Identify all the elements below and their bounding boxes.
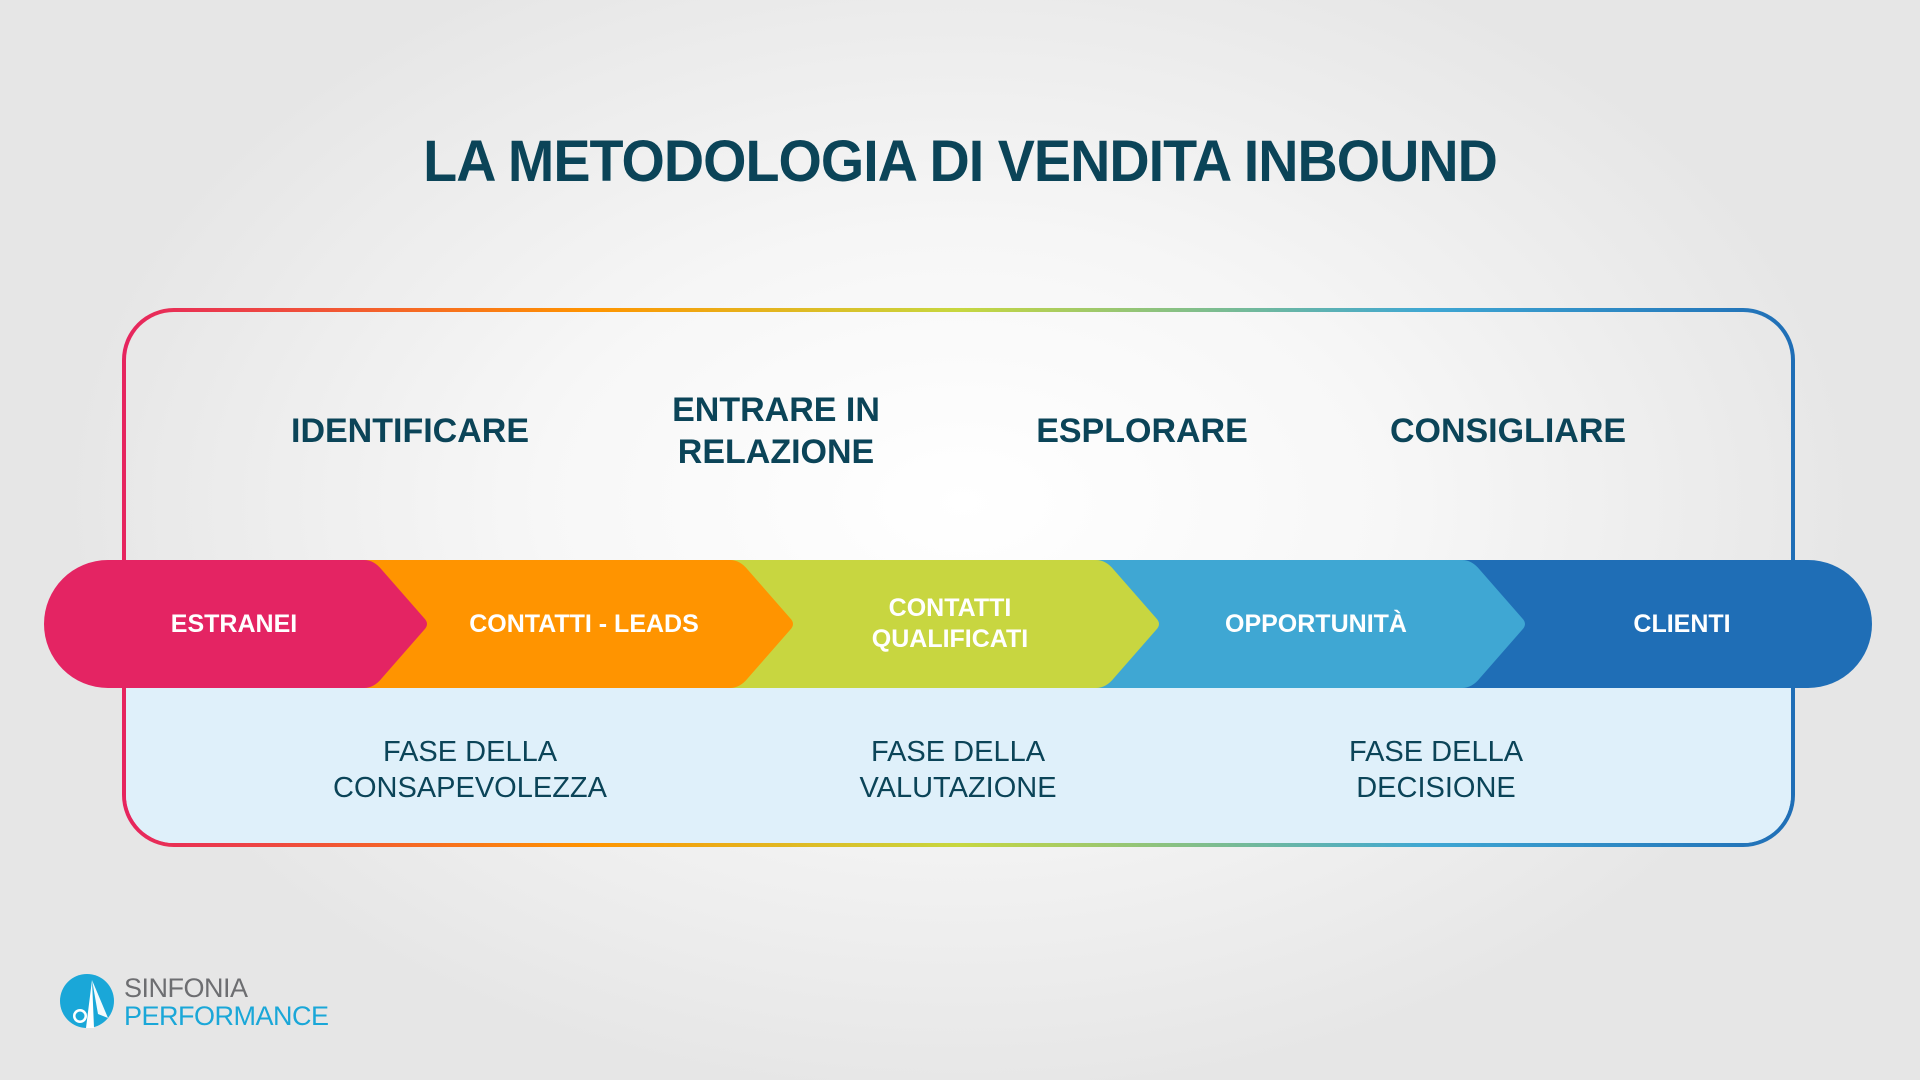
logo-text-performance: PERFORMANCE	[124, 1001, 329, 1031]
phase-valutazione: FASE DELLA VALUTAZIONE	[788, 734, 1128, 806]
segment-label: CLIENTI	[1633, 609, 1731, 638]
stage-label: ESPLORARE	[1036, 412, 1248, 450]
funnel-segment-estranei: ESTRANEI	[84, 560, 384, 688]
sinfonia-performance-logo: SINFONIA PERFORMANCE	[58, 972, 348, 1032]
sail-logo-icon	[60, 974, 114, 1028]
segment-label-line1: CONTATTI	[888, 594, 1012, 622]
phase-line1: FASE DELLA	[382, 736, 558, 768]
stage-consigliare: CONSIGLIARE	[1358, 396, 1658, 466]
phase-decisione: FASE DELLA DECISIONE	[1266, 734, 1606, 806]
phase-consapevolezza: FASE DELLA CONSAPEVOLEZZA	[300, 734, 640, 806]
segment-label: OPPORTUNITÀ	[1225, 609, 1407, 638]
funnel-segment-opportunita: OPPORTUNITÀ	[1146, 560, 1486, 688]
phase-line1: FASE DELLA	[1348, 736, 1524, 768]
stage-identificare: IDENTIFICARE	[260, 396, 560, 466]
funnel-segment-contatti-qualificati: CONTATTI QUALIFICATI	[780, 560, 1120, 688]
phase-line2: DECISIONE	[1356, 772, 1516, 804]
segment-label: ESTRANEI	[170, 609, 298, 638]
stage-label-line2: RELAZIONE	[677, 433, 875, 471]
phase-line2: CONSAPEVOLEZZA	[333, 772, 607, 804]
logo-text-sinfonia: SINFONIA	[124, 973, 248, 1003]
funnel-arrow-band: ESTRANEI CONTATTI - LEADS CONTATTI QUALI…	[44, 560, 1872, 688]
stage-label-line1: ENTRARE IN	[672, 391, 880, 429]
segment-label-line2: QUALIFICATI	[871, 625, 1029, 653]
stage-esplorare: ESPLORARE	[992, 396, 1292, 466]
phases-panel	[126, 688, 1791, 843]
stage-label: CONSIGLIARE	[1389, 412, 1627, 450]
phase-line1: FASE DELLA	[870, 736, 1046, 768]
page-title: LA METODOLOGIA DI VENDITA INBOUND	[423, 129, 1498, 194]
segment-label: CONTATTI - LEADS	[469, 609, 699, 638]
funnel-segment-clienti: CLIENTI	[1512, 560, 1852, 688]
stage-entrare-in-relazione: ENTRARE IN RELAZIONE	[626, 391, 926, 471]
phase-line2: VALUTAZIONE	[859, 772, 1057, 804]
funnel-arrows-graphic	[44, 560, 1872, 688]
stage-label: IDENTIFICARE	[291, 412, 529, 450]
funnel-segment-contatti-leads: CONTATTI - LEADS	[414, 560, 754, 688]
